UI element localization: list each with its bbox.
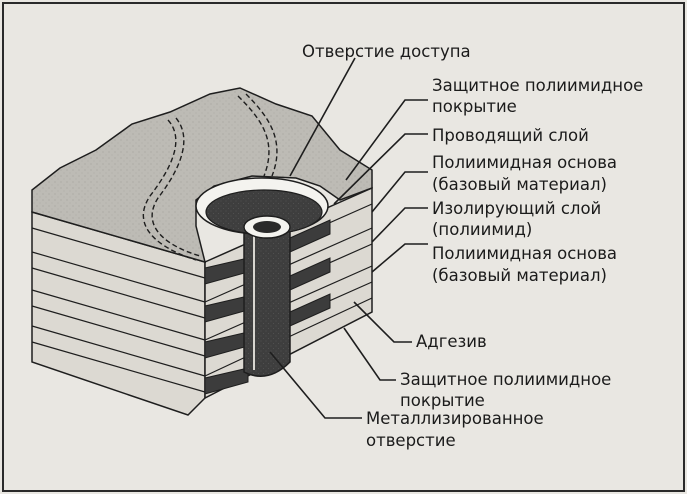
label-coverlay-top-line2: покрытие [432,97,517,116]
copper-pads-right [289,219,331,327]
label-coverlay-bottom-line2: покрытие [400,391,485,410]
label-base-1-line1: Полиимидная основа [432,153,617,172]
label-access-hole: Отверстие доступа [302,42,471,61]
label-plated-hole-line2: отверстие [366,431,456,450]
label-plated-hole-line1: Металлизированное [366,409,544,428]
label-conductive-layer: Проводящий слой [432,126,589,145]
leader-lines [269,57,428,419]
label-base-1-line2: (базовый материал) [432,175,607,194]
plated-through-hole [243,215,291,377]
label-insulating-line2: (полиимид) [432,220,532,239]
label-insulating-line1: Изолирующий слой [432,199,601,218]
label-base-2-line1: Полиимидная основа [432,244,617,263]
label-base-2-line2: (базовый материал) [432,266,607,285]
label-adhesive: Адгезив [416,332,487,351]
label-coverlay-bottom-line1: Защитное полиимидное [400,370,611,389]
label-coverlay-top-line1: Защитное полиимидное [432,76,643,95]
access-hole [195,177,329,239]
